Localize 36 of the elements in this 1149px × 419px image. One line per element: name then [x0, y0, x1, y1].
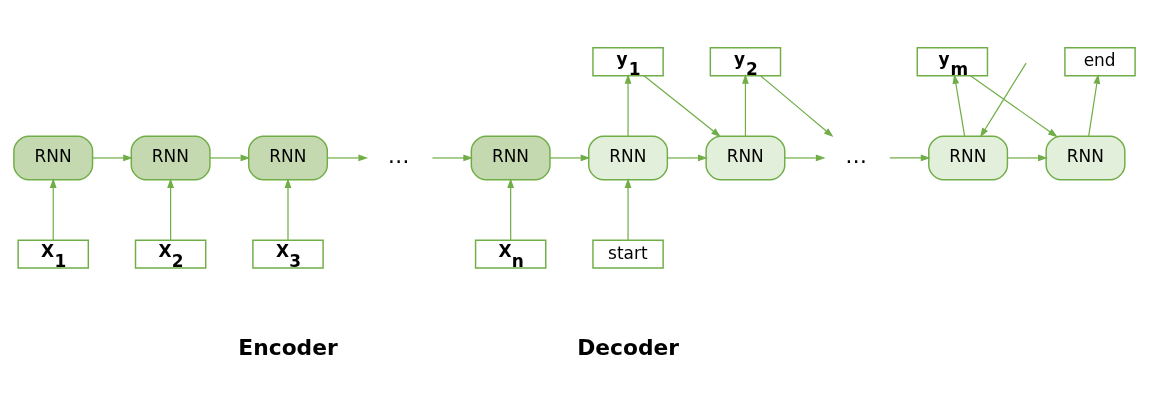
node-box: RNN [705, 134, 786, 180]
arrow [784, 154, 826, 161]
node-box: RNN [1045, 134, 1126, 180]
label: Encoder [238, 333, 338, 359]
node-box: RNN [130, 134, 211, 180]
arrow [624, 177, 632, 240]
arrow [167, 177, 174, 240]
arrow [49, 177, 57, 240]
node-text: … [387, 142, 410, 168]
node-text: … [845, 142, 868, 168]
arrow [980, 62, 1027, 137]
node-box: RNN [588, 134, 669, 180]
arrow [643, 74, 721, 137]
arrow [431, 154, 474, 161]
arrow [742, 73, 749, 137]
label: Decoder [577, 333, 679, 359]
arrow [666, 154, 708, 161]
node-box: start [592, 239, 664, 269]
arrow [760, 74, 834, 137]
arrow [1006, 154, 1048, 161]
arrow [92, 154, 133, 161]
arrow [209, 154, 251, 161]
arrow [284, 177, 292, 240]
arrow [507, 177, 515, 240]
node-box: RNN [470, 134, 551, 180]
arrow [889, 154, 931, 161]
arrow [624, 73, 632, 137]
node-box: RNN [247, 134, 329, 180]
arrow [549, 154, 591, 161]
arrow [969, 74, 1058, 137]
arrow [1088, 73, 1101, 137]
node-box: RNN [928, 134, 1009, 180]
node-box: end [1064, 46, 1136, 76]
arrow [326, 154, 369, 161]
arrow [952, 73, 966, 137]
node-box: RNN [13, 134, 94, 180]
